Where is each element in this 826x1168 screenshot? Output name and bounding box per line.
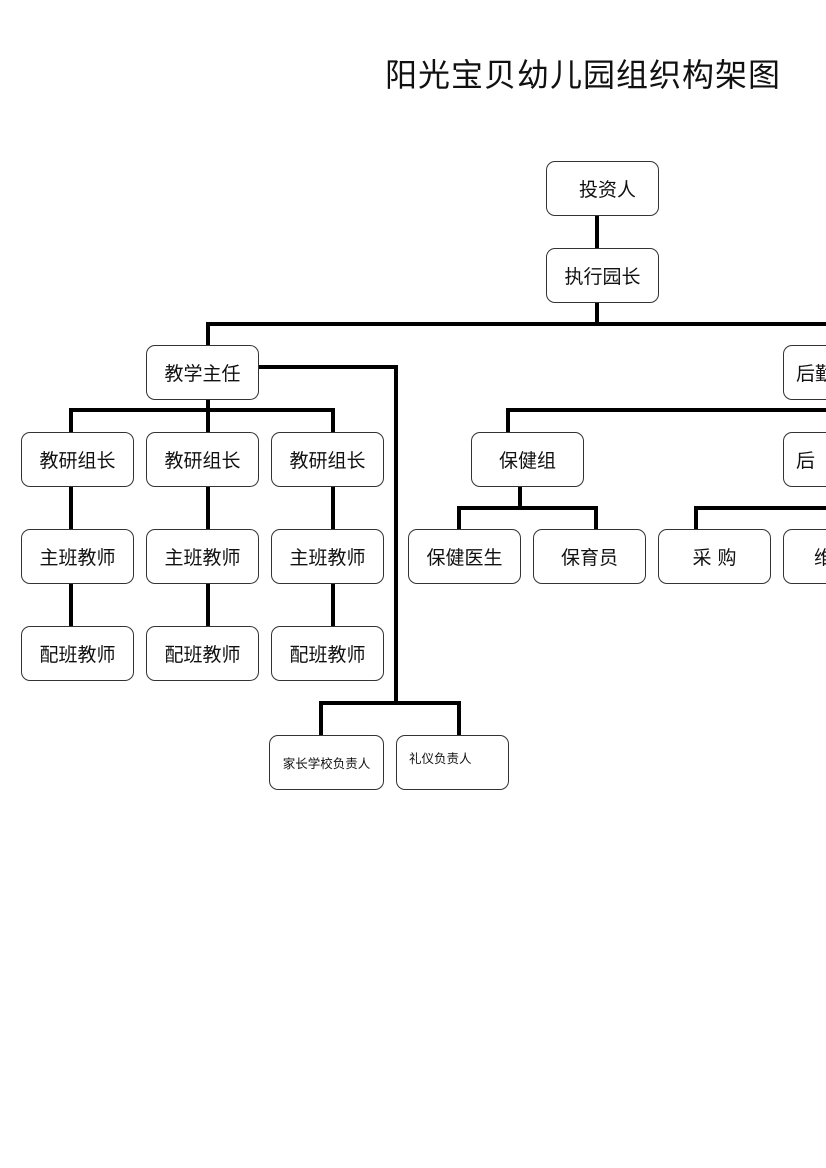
node-childcare-worker: 保育员: [533, 529, 646, 584]
node-health-doctor: 保健医生: [408, 529, 521, 584]
node-assistant-teacher: 配班教师: [146, 626, 259, 681]
node-research-leader: 教研组长: [21, 432, 134, 487]
node-head-teacher: 主班教师: [146, 529, 259, 584]
node-assistant-teacher: 配班教师: [271, 626, 384, 681]
node-logistics-director: 后勤: [783, 345, 826, 400]
node-head-teacher: 主班教师: [271, 529, 384, 584]
node-health-group: 保健组: [471, 432, 584, 487]
node-maintenance: 维: [783, 529, 826, 584]
node-parent-school-head: 家长学校负责人: [269, 735, 384, 790]
node-logistics-group: 后: [783, 432, 826, 487]
node-executive-director: 执行园长: [546, 248, 659, 303]
chart-title: 阳光宝贝幼儿园组织构架图: [385, 56, 782, 94]
node-research-leader: 教研组长: [146, 432, 259, 487]
node-assistant-teacher: 配班教师: [21, 626, 134, 681]
node-teaching-director: 教学主任: [146, 345, 259, 400]
node-purchasing: 采 购: [658, 529, 771, 584]
node-head-teacher: 主班教师: [21, 529, 134, 584]
node-investor: 投资人: [546, 161, 659, 216]
node-etiquette-head: 礼仪负责人: [396, 735, 509, 790]
node-research-leader: 教研组长: [271, 432, 384, 487]
